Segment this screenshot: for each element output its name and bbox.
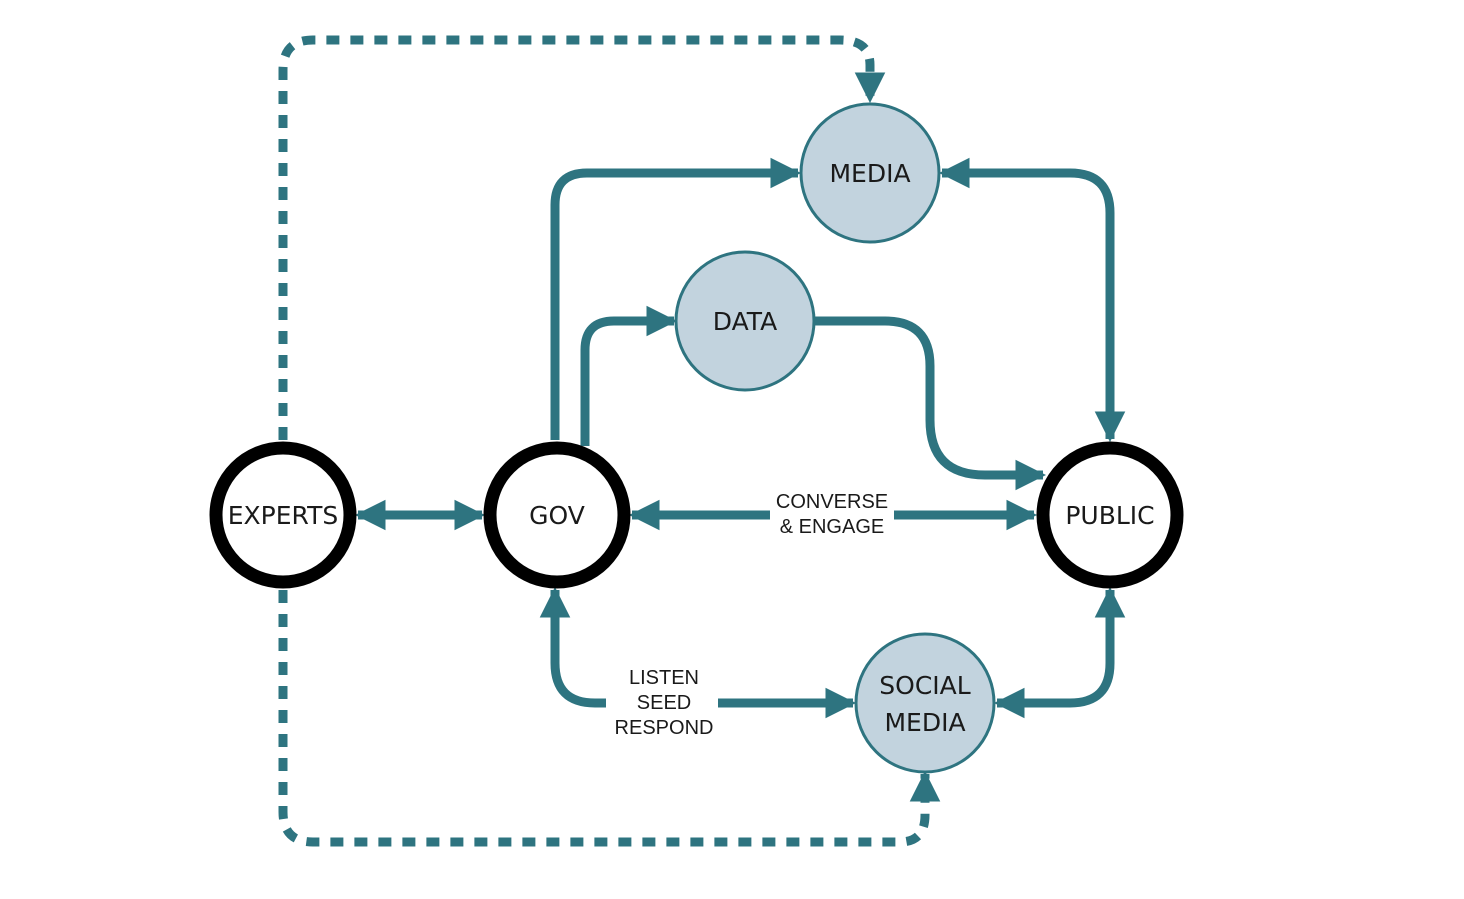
node-media-circle	[799, 102, 941, 244]
edge-label-converse: CONVERSE	[776, 491, 888, 513]
edge-label-listen: LISTEN	[629, 667, 699, 689]
edge-social-media-public	[993, 586, 1126, 719]
node-public: PUBLIC	[1036, 441, 1184, 589]
node-data-label: DATA	[713, 307, 777, 336]
node-social-media-label-line2: MEDIA	[884, 708, 965, 737]
node-data: DATA	[674, 250, 816, 392]
edge-label-engage: & ENGAGE	[780, 516, 884, 538]
edge-gov-to-media	[550, 157, 802, 440]
node-gov-circle	[483, 441, 631, 589]
listen-label-background	[606, 662, 718, 744]
node-experts-label: EXPERTS	[228, 501, 339, 530]
edge-experts-to-media	[278, 35, 886, 440]
edge-label-seed: SEED	[637, 692, 691, 714]
node-experts: EXPERTS	[209, 441, 357, 589]
converse-label-background	[770, 488, 894, 542]
node-public-circle	[1036, 441, 1184, 589]
edge-data-to-public	[815, 316, 1047, 491]
node-gov: GOV	[483, 441, 631, 589]
node-social-media: SOCIAL MEDIA	[854, 632, 996, 774]
node-social-media-circle	[854, 632, 996, 774]
edge-label-respond: RESPOND	[615, 717, 714, 739]
node-data-circle	[674, 250, 816, 392]
edge-gov-to-data	[580, 305, 678, 446]
node-experts-circle	[209, 441, 357, 589]
edge-media-public	[938, 157, 1126, 443]
node-public-label: PUBLIC	[1065, 501, 1154, 530]
node-gov-label: GOV	[529, 501, 585, 530]
node-social-media-label-line1: SOCIAL	[879, 671, 970, 700]
node-media: MEDIA	[799, 102, 941, 244]
node-media-label: MEDIA	[829, 159, 910, 188]
edge-experts-to-social-media	[278, 590, 941, 847]
edge-gov-to-social-media	[539, 586, 857, 719]
